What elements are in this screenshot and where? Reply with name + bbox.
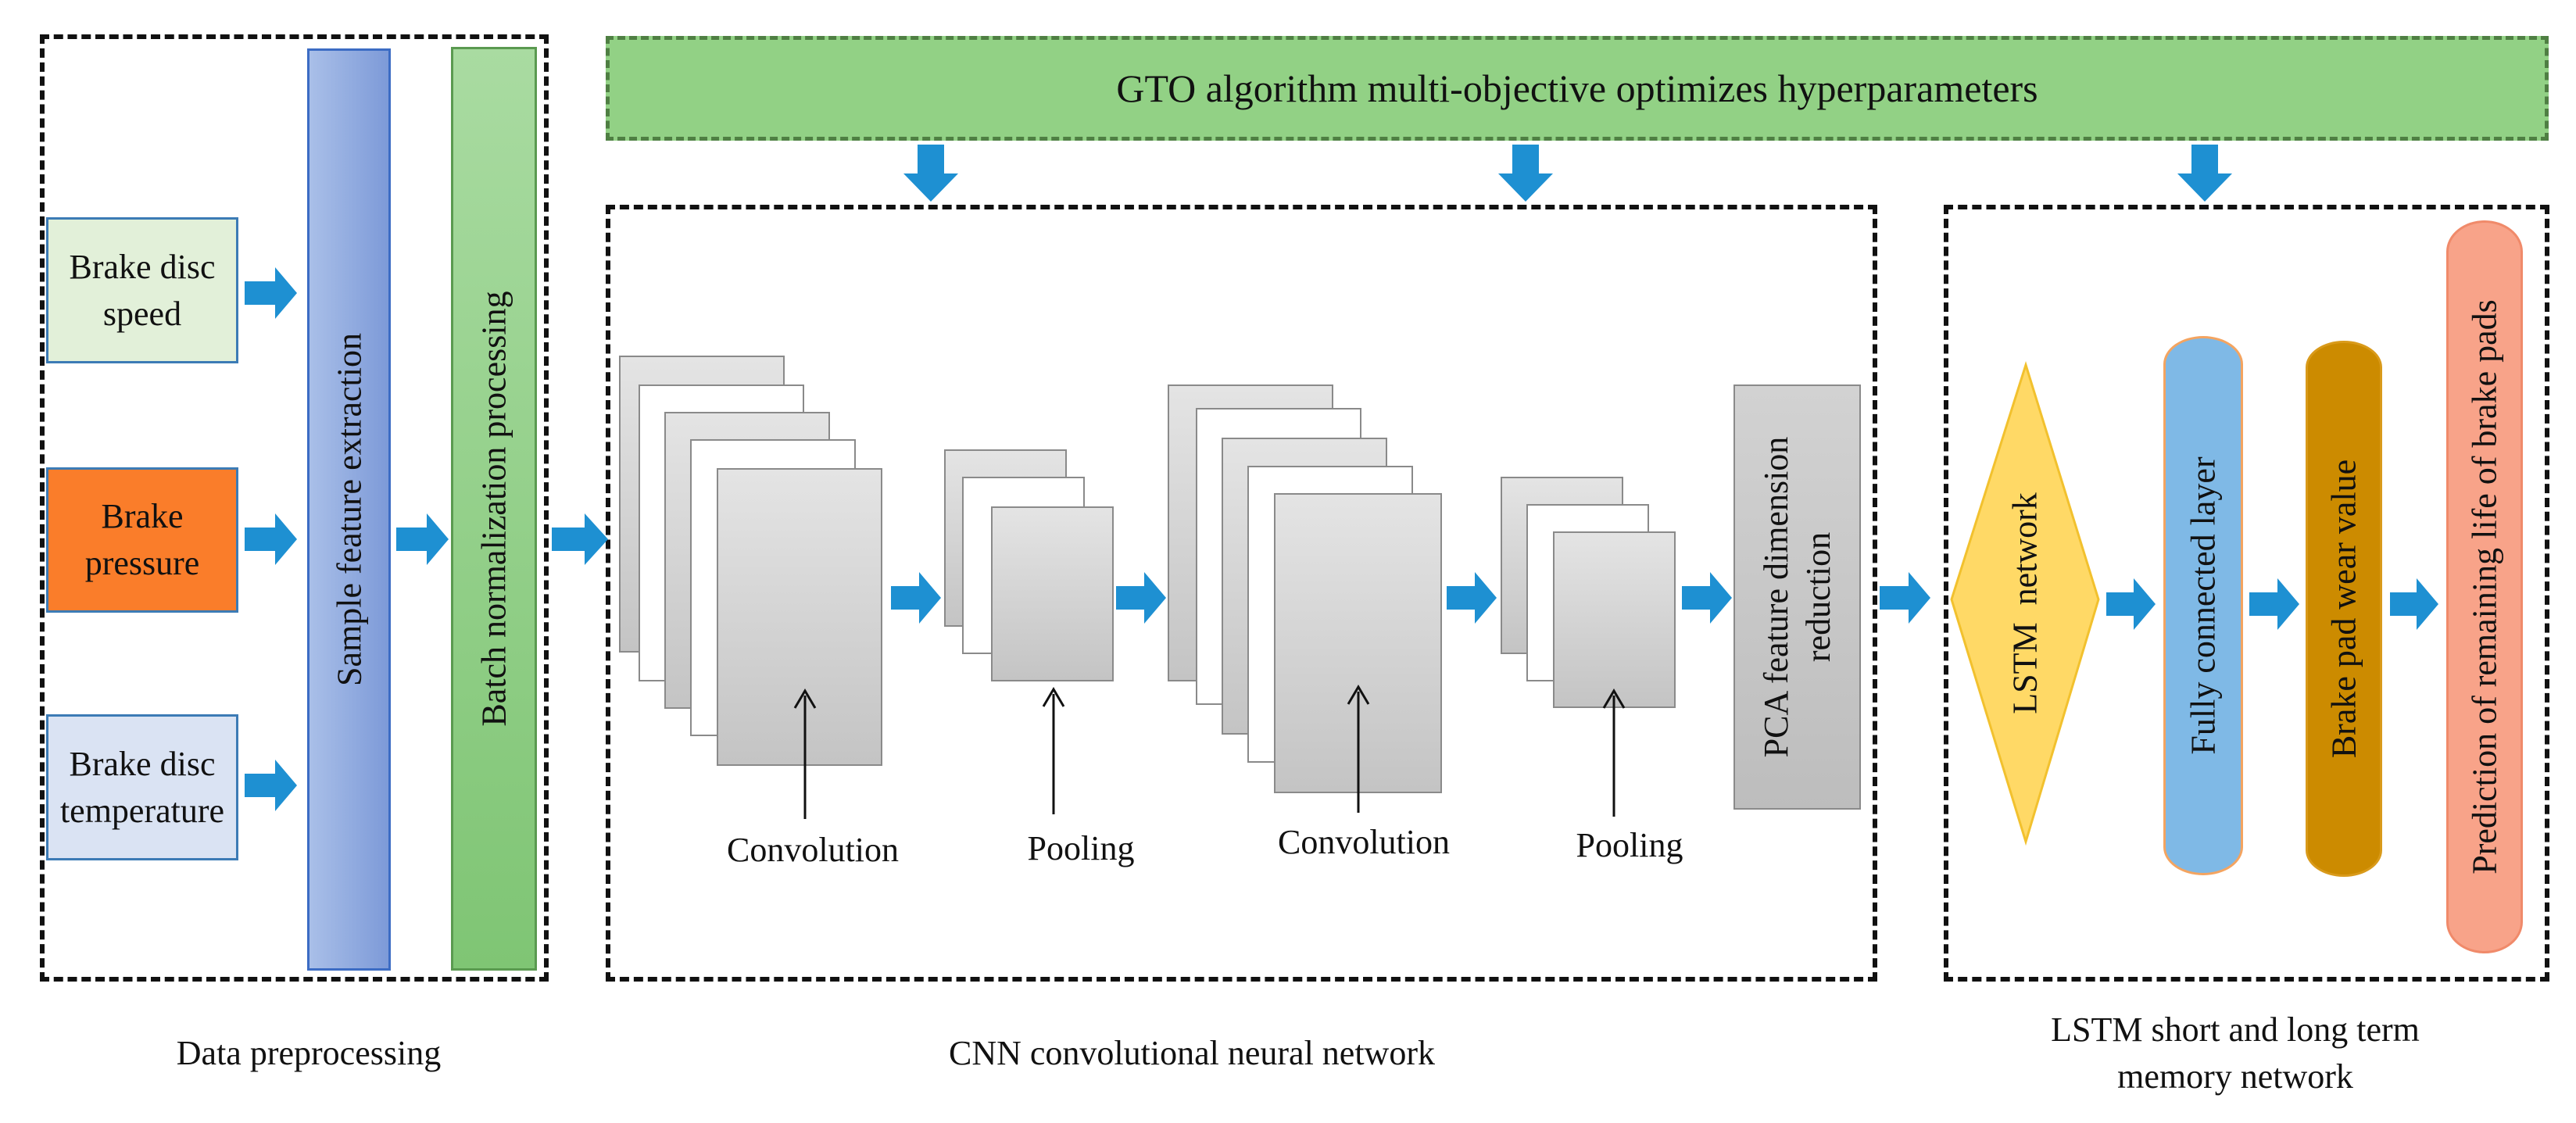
pool1-map-3 (991, 506, 1114, 681)
cnn-frame (606, 205, 1877, 982)
brake-pad-wear-value-label: Brake pad wear value (2324, 459, 2363, 759)
pca-box: PCA feature dimension reduction (1733, 384, 1861, 810)
arrow-pool1-to-conv2 (1116, 572, 1166, 624)
lstm-caption: LSTM short and long term memory network (2051, 1010, 2420, 1096)
prediction-remaining-life-label: Prediction of remaining life of brake pa… (2465, 299, 2504, 874)
conv2-label: Convolution (1277, 823, 1451, 861)
brake-pad-wear-value-box: Brake pad wear value (2306, 341, 2382, 877)
pool2-label: Pooling (1576, 826, 1683, 864)
pointer-arrows (793, 685, 1626, 819)
arrow-extraction-right (396, 513, 449, 565)
lstm-network-label: LSTM network (2005, 492, 2045, 714)
arrow-conv2-to-pool2 (1447, 572, 1497, 624)
cnn-caption: CNN convolutional neural network (949, 1034, 1435, 1072)
arrow-speed-right (245, 267, 297, 319)
arrow-conv1-to-pool1 (891, 572, 941, 624)
pool1-label: Pooling (1027, 829, 1135, 867)
pool2-map-3 (1553, 531, 1676, 708)
conv1-feature-map-5 (717, 468, 882, 766)
flow-arrows (245, 145, 2438, 811)
lstm-frame (1944, 205, 2549, 982)
brake-disc-temperature-label: Brake disc temperature (59, 744, 225, 830)
conv1-label: Convolution (726, 831, 900, 869)
arrow-gto-down-2 (1498, 145, 1553, 202)
fully-connected-layer-label: Fully connected layer (2184, 456, 2223, 755)
arrow-gto-down-3 (2177, 145, 2232, 202)
brake-disc-temperature-box: Brake disc temperature (46, 714, 238, 860)
arrow-norm-to-cnn (552, 513, 608, 565)
lstm-network-label-wrap: LSTM network (1952, 365, 2098, 842)
batch-normalization-column: Batch normalization processing (451, 47, 537, 971)
fully-connected-layer-box: Fully connected layer (2163, 336, 2243, 875)
prediction-remaining-life-box: Prediction of remaining life of brake pa… (2446, 220, 2523, 953)
arrow-gto-down-1 (903, 145, 958, 202)
arrow-wear-to-prediction (2390, 578, 2438, 630)
arrow-temperature-right (245, 760, 297, 811)
data-preprocessing-caption: Data preprocessing (176, 1034, 442, 1072)
lstm-network-diamond (1950, 360, 2100, 846)
arrow-pool2-to-pca (1682, 572, 1732, 624)
gto-label: GTO algorithm multi-objective optimizes … (1116, 66, 2038, 110)
brake-disc-speed-label: Brake disc speed (69, 247, 216, 333)
arrow-fc-to-wear (2249, 578, 2299, 630)
data-preprocessing-frame (40, 34, 549, 982)
arrow-lstm-to-fc (2106, 578, 2156, 630)
arrow-pressure-right (245, 513, 297, 565)
brake-pressure-label: Brake pressure (84, 497, 200, 582)
brake-disc-speed-box: Brake disc speed (46, 217, 238, 363)
brake-pressure-box: Brake pressure (46, 467, 238, 613)
gto-optimizer-bar: GTO algorithm multi-objective optimizes … (606, 36, 2549, 141)
arrow-pca-to-lstm (1880, 572, 1930, 624)
sample-feature-extraction-column: Sample feature extraction (307, 48, 391, 971)
